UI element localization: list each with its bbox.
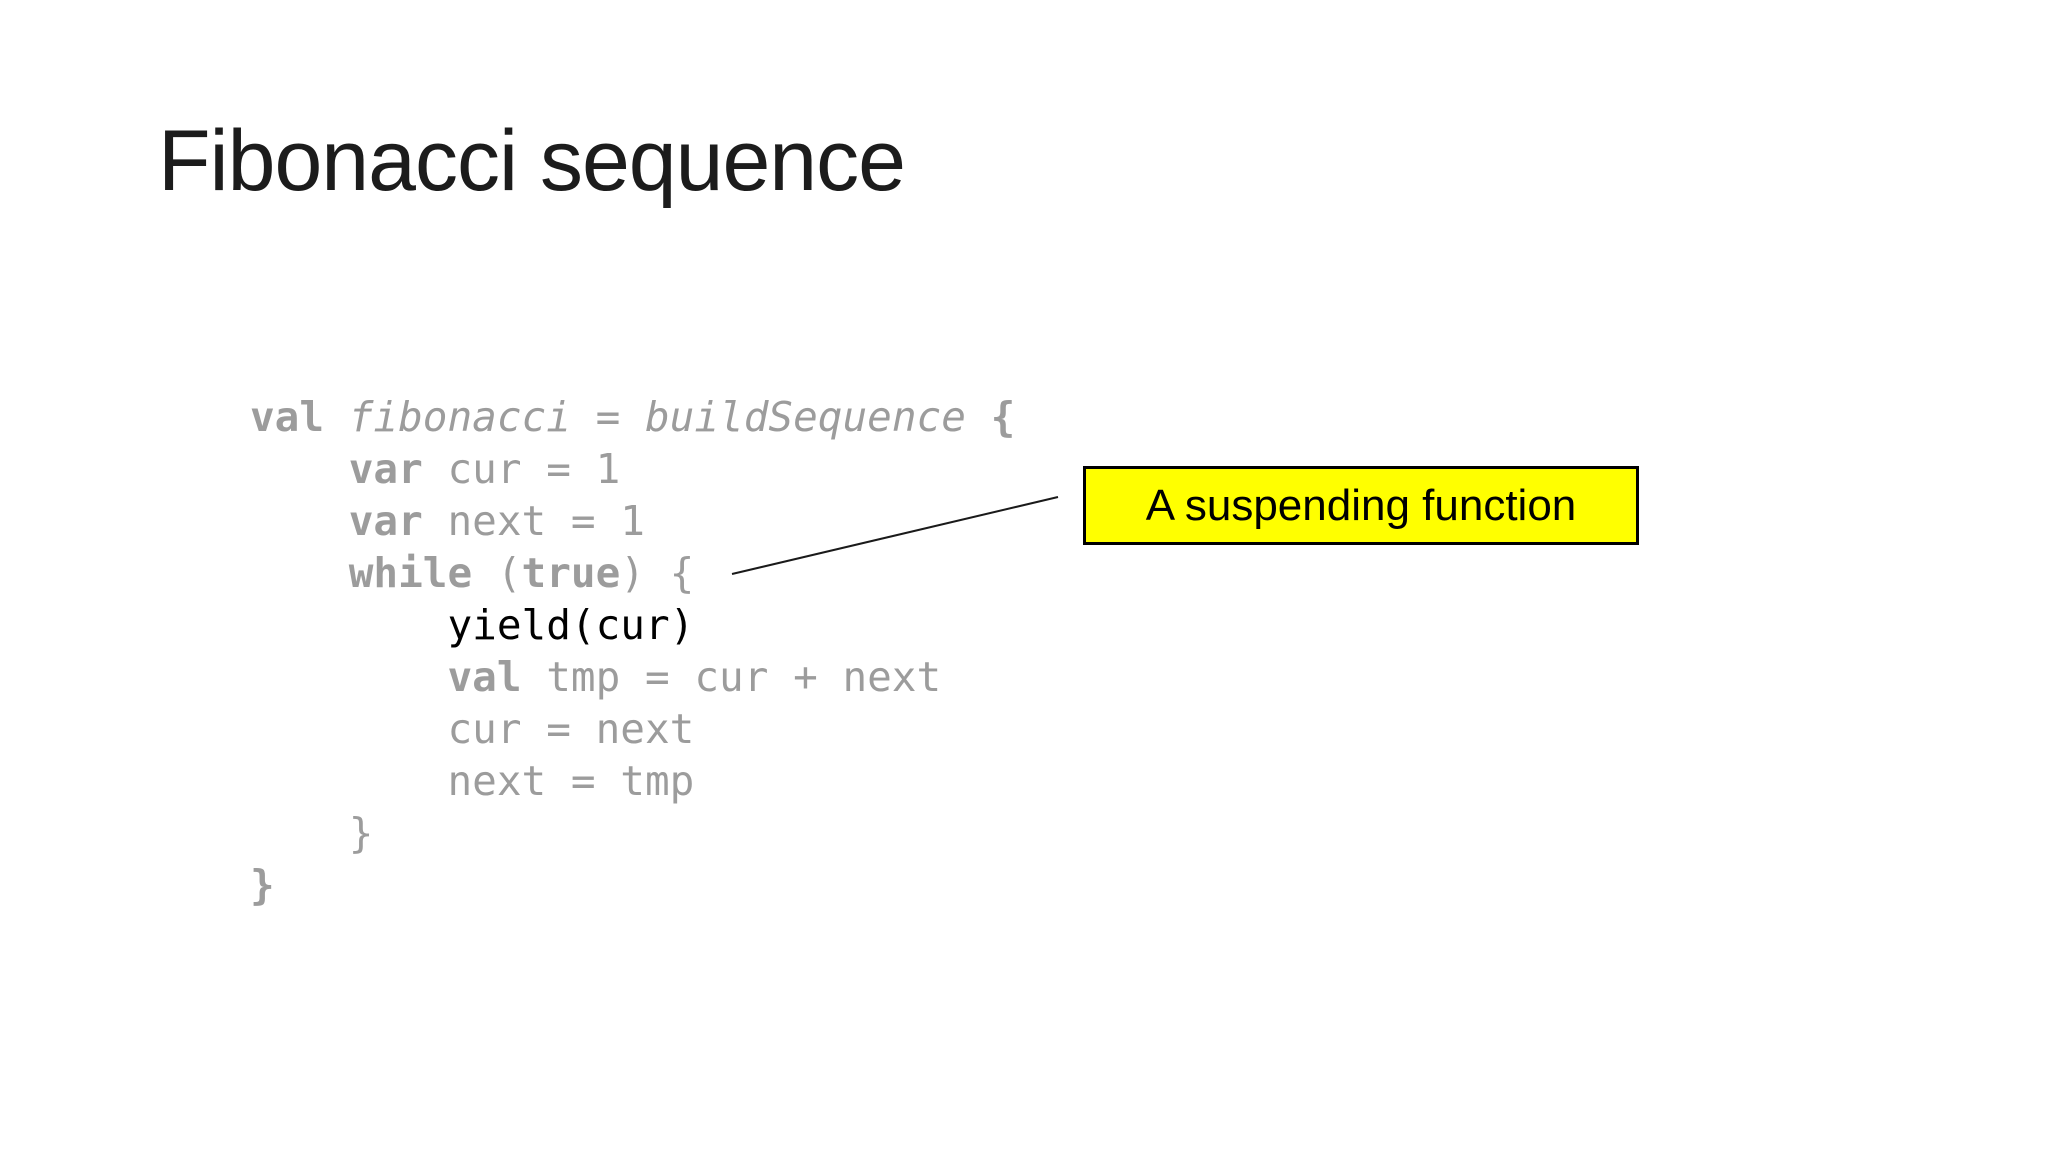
code-line: val tmp = cur + next [447,653,942,701]
code-line: } [250,861,275,909]
code-line: var cur = 1 [348,445,621,493]
code-block: val fibonacci = buildSequence { var cur … [250,391,1015,911]
code-line: next = tmp [250,757,695,805]
code-line: yield(cur) [447,601,695,649]
code-line: } [250,809,374,857]
code-line: cur = next [250,705,695,753]
slide-title: Fibonacci sequence [158,113,906,209]
callout-box: A suspending function [1083,466,1639,545]
code-line: var next = 1 [348,497,645,545]
code-line: while (true) { [348,549,695,597]
callout-label: A suspending function [1145,480,1577,530]
code-line: val fibonacci = buildSequence { [250,393,1016,441]
